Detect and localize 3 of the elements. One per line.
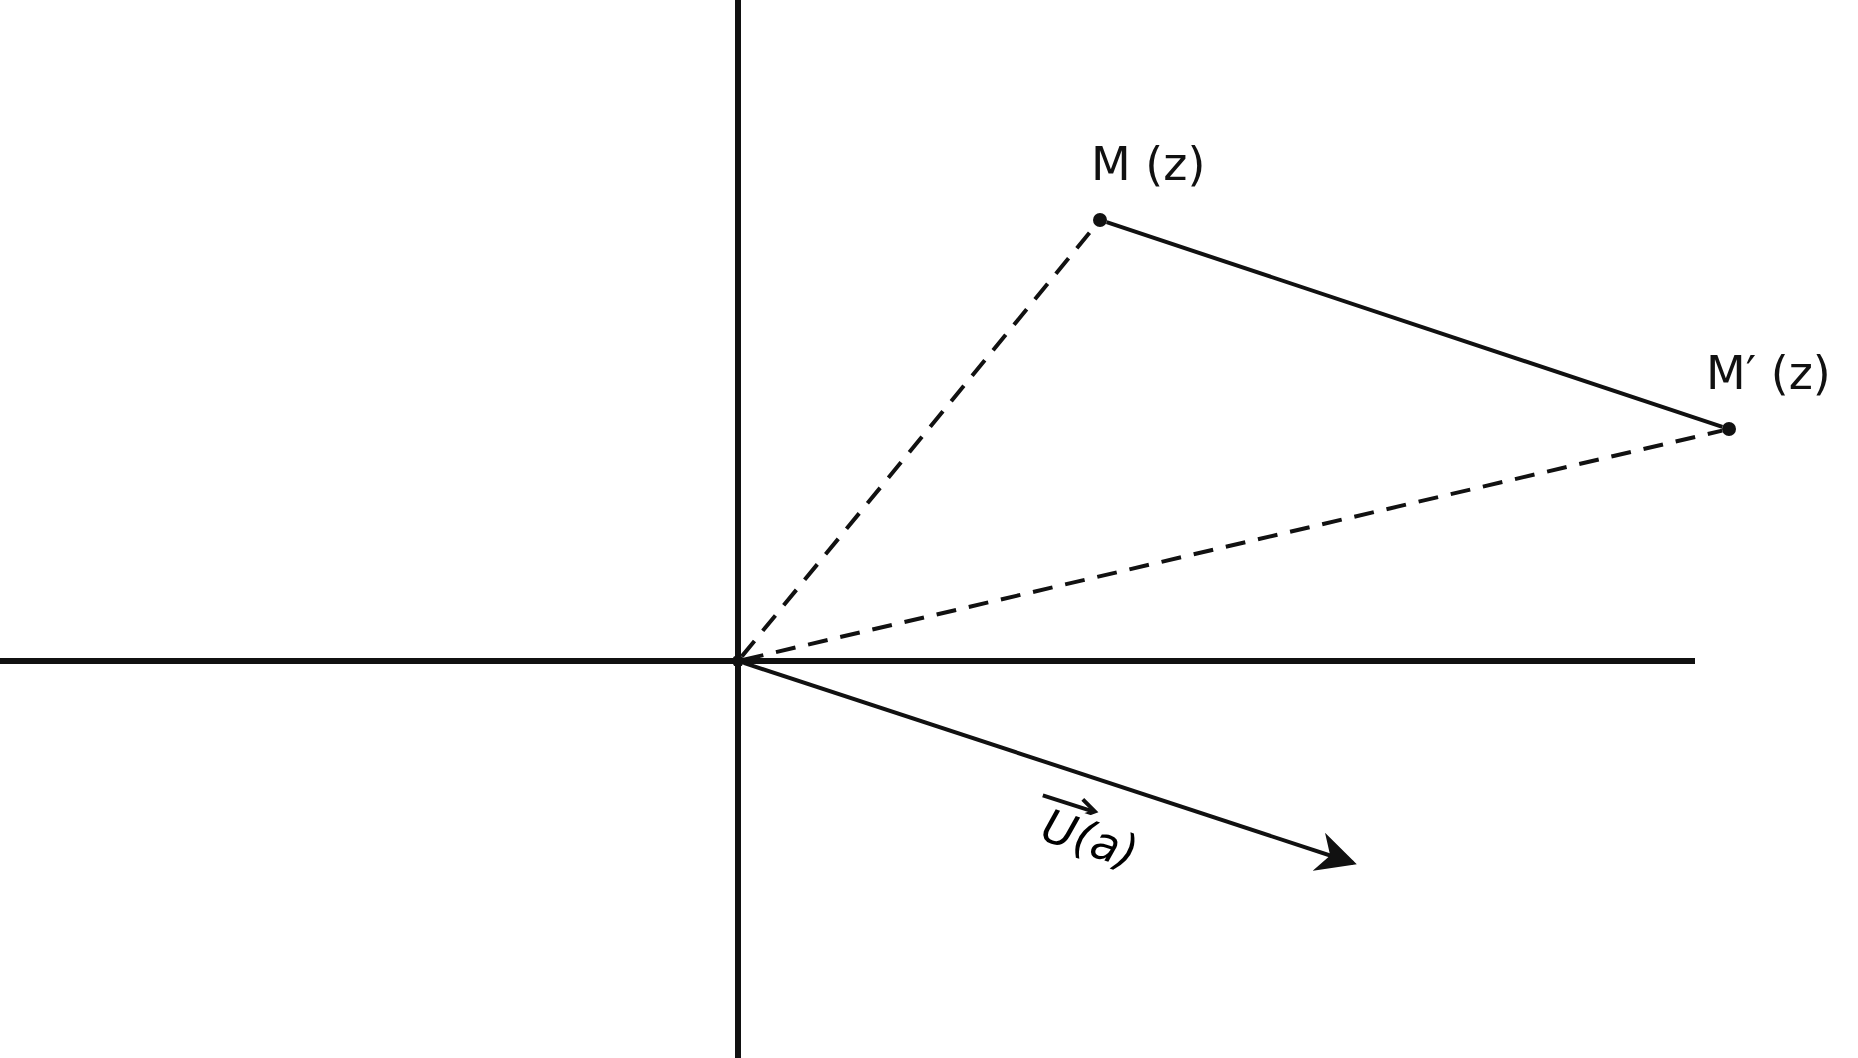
segment-line [1106,220,1723,429]
point-label: M (z) [1091,141,1206,187]
point-label: M′ (z) [1706,350,1831,396]
